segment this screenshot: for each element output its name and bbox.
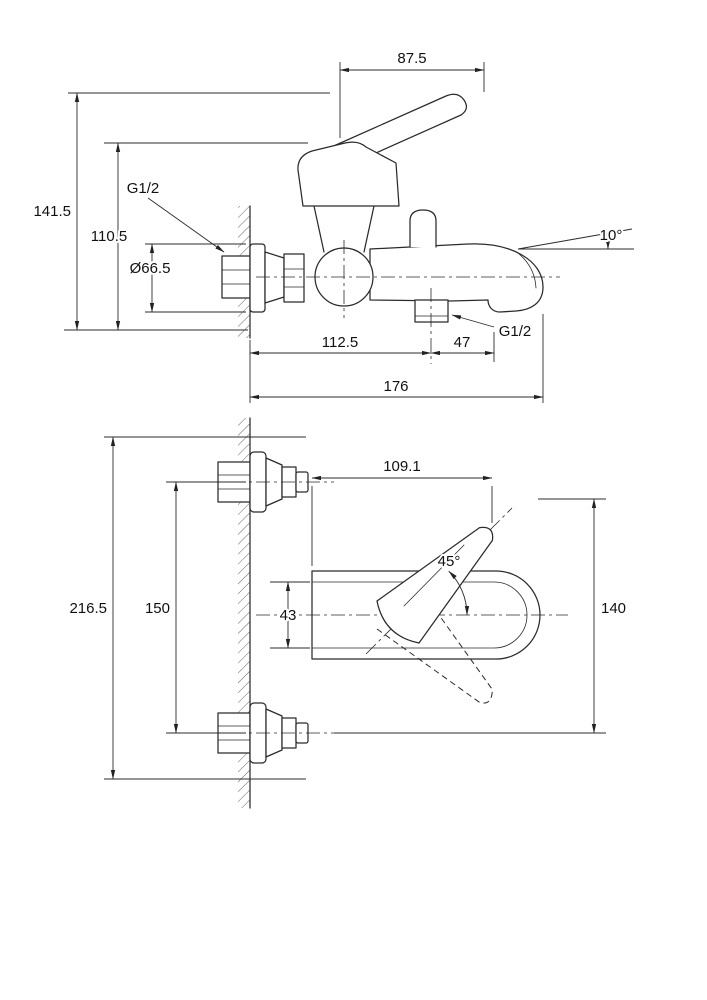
dim-handle-projection: 109.1 [311,456,493,566]
dim-body-height: 110.5 [89,142,308,331]
total-height-label: 141.5 [33,203,71,220]
wall-connection-fitting [221,255,251,299]
wall-to-outlet-label: 112.5 [322,334,358,351]
handle-cap-side [297,141,400,207]
handle-span-label: 140 [601,600,626,617]
dim-spout-angle: 10° [517,225,634,250]
escutcheon-side [249,243,305,313]
handle-detail-line [403,544,465,607]
outlet-thread-callout: G1/2 [451,314,533,342]
outlet-to-tip-label: 47 [454,334,471,351]
outlet-thread-label: G1/2 [499,323,532,340]
connection-spacing-label: 150 [145,600,170,617]
handle-projection-label: 109.1 [383,458,421,475]
front-view: 45° 109.1 216.5 150 43 [67,417,628,809]
inlet-thread-callout: G1/2 [125,178,225,253]
dim-total-height: 141.5 [31,92,330,331]
total-projection-label: 176 [383,378,408,395]
dim-body-width: 43 [270,581,310,649]
dim-handle-angle: 45° [436,551,470,616]
inlet-thread-label: G1/2 [127,180,160,197]
dim-total-projection: 176 [249,314,544,403]
dim-outlet-to-tip: 47 [430,332,495,362]
cartridge-neck [313,205,375,253]
spout-angle-label: 10° [600,227,623,244]
dim-escutcheon-diameter: Ø66.5 [128,243,246,313]
handle-angle-label: 45° [438,553,461,570]
side-view: 87.5 141.5 110.5 G1/2 Ø66.5 112.5 [31,48,634,403]
diverter-knob [409,209,437,248]
escutcheon-diameter-label: Ø66.5 [130,260,171,277]
dim-overall-height: 216.5 [67,436,306,780]
dim-wall-to-outlet: 112.5 [249,332,432,356]
dim-handle-span: 140 [334,498,628,734]
body-width-label: 43 [280,607,297,624]
body-height-label: 110.5 [91,228,127,245]
spout [369,243,544,313]
handle-width-label: 87.5 [397,50,426,67]
aerator-outlet [414,299,449,323]
dim-handle-width: 87.5 [339,48,485,138]
wall-hatching-front [238,418,250,808]
overall-height-label: 216.5 [69,600,107,617]
dim-connection-spacing: 150 [143,481,246,734]
